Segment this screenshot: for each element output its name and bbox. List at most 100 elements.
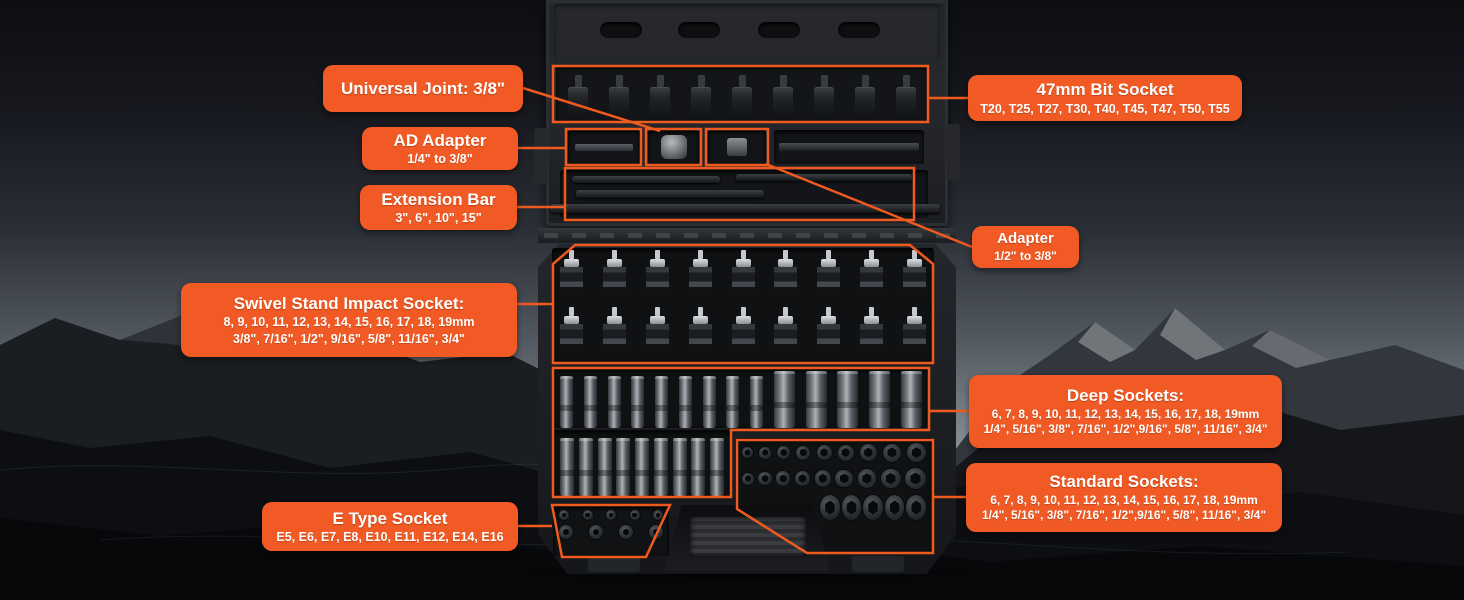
bit-body <box>691 87 711 119</box>
bit-socket-item <box>650 75 670 122</box>
socket-hex-hole <box>862 473 872 484</box>
swivel-pin <box>611 307 617 316</box>
bit-shank <box>738 75 746 87</box>
label-universal-joint: Universal Joint: 3/8" <box>323 65 523 112</box>
label-bit-socket: 47mm Bit Socket T20, T25, T27, T30, T40,… <box>968 75 1242 121</box>
lid-vent-slot <box>838 22 880 38</box>
socket-hex-hole <box>761 474 769 483</box>
deep-socket-item <box>560 438 574 496</box>
e-type-socket-item <box>558 524 574 540</box>
swivel-socket-item <box>688 248 712 295</box>
highlight-universal-joint-region <box>644 127 703 167</box>
swivel-collar <box>821 259 837 267</box>
swivel-collar <box>606 316 622 324</box>
swivel-collar <box>778 259 794 267</box>
swivel-socket-sizes-sae: 3/8", 7/16", 1/2", 9/16", 5/8", 11/16", … <box>233 331 465 346</box>
bit-body <box>732 87 752 119</box>
extension-bar-item <box>779 143 919 151</box>
swivel-pin <box>783 307 789 316</box>
socket-hex-hole <box>840 473 849 484</box>
lid-vent-slot <box>678 22 720 38</box>
swivel-pin <box>569 307 574 316</box>
swivel-socket-item <box>774 248 798 295</box>
standard-socket-row <box>819 494 928 521</box>
e-type-socket-item <box>652 509 664 521</box>
swivel-body <box>560 324 583 352</box>
lid-left-tab <box>534 128 548 184</box>
swivel-body <box>860 324 884 352</box>
swivel-socket-tray <box>552 248 934 362</box>
swivel-body <box>688 324 712 352</box>
e-type-socket-item <box>628 509 641 521</box>
bit-shank <box>820 75 828 87</box>
swivel-body <box>645 267 669 295</box>
swivel-socket-item <box>560 248 583 295</box>
swivel-collar <box>692 316 708 324</box>
bit-shank <box>902 75 910 87</box>
snow-highlight <box>1160 308 1225 360</box>
socket-round-hole <box>652 528 660 536</box>
standard-socket-item <box>905 494 928 521</box>
snow-highlight <box>1252 330 1330 368</box>
swivel-collar <box>821 316 837 324</box>
standard-socket-item <box>883 494 906 521</box>
standard-socket-item <box>741 446 754 459</box>
e-type-socket-item <box>605 509 617 521</box>
lid-vent-slot <box>758 22 800 38</box>
socket-hex-hole <box>779 474 787 483</box>
label-swivel-socket: Swivel Stand Impact Socket: 8, 9, 10, 11… <box>181 283 517 357</box>
bit-socket-item <box>691 75 711 122</box>
swivel-body <box>774 324 798 352</box>
bit-socket-item <box>814 75 834 122</box>
swivel-socket-item <box>817 248 841 295</box>
socket-round-hole <box>622 528 630 536</box>
standard-socket-item <box>815 444 833 461</box>
standard-socket-item <box>813 469 832 488</box>
swivel-socket-item <box>860 305 884 352</box>
swivel-collar <box>907 259 922 267</box>
ad-adapter-title: AD Adapter <box>393 130 487 150</box>
bit-shank <box>861 75 869 87</box>
swivel-pin <box>740 250 746 259</box>
universal-joint-compartment <box>648 130 699 164</box>
standard-socket-item <box>741 471 755 486</box>
bit-socket-item <box>855 75 875 122</box>
swivel-pin <box>740 307 746 316</box>
socket-hex-hole <box>911 447 922 458</box>
bit-body <box>773 87 793 119</box>
deep-socket-item <box>691 438 706 496</box>
swivel-body <box>645 324 669 352</box>
socket-hex-hole <box>762 449 769 456</box>
deep-socket-item <box>560 376 573 428</box>
swivel-collar <box>907 316 922 324</box>
socket-round-hole <box>632 512 637 518</box>
swivel-socket-sizes-metric: 8, 9, 10, 11, 12, 13, 14, 15, 16, 17, 18… <box>223 315 475 330</box>
bit-socket-item <box>773 75 793 122</box>
socket-hex-hole <box>820 448 828 457</box>
swivel-pin <box>912 250 917 259</box>
universal-joint-item <box>660 135 687 159</box>
socket-hex-hole <box>864 447 873 458</box>
deep-socket-item <box>726 376 740 428</box>
universal-joint-title: Universal Joint: 3/8" <box>341 78 505 98</box>
bit-socket-item <box>896 75 916 122</box>
swivel-socket-row <box>552 248 934 305</box>
standard-socket-item <box>862 494 884 521</box>
lid-right-tab <box>946 124 960 180</box>
swivel-body <box>817 324 841 352</box>
bit-body <box>814 87 834 119</box>
swivel-body <box>774 267 798 295</box>
swivel-collar <box>735 259 751 267</box>
standard-socket-item <box>856 468 878 489</box>
socket-hex-hole <box>800 448 807 457</box>
swivel-socket-item <box>560 305 583 352</box>
label-deep-sockets: Deep Sockets: 6, 7, 8, 9, 10, 11, 12, 13… <box>969 375 1282 448</box>
deep-socket-tray-sae <box>553 430 731 496</box>
socket-hex-hole <box>745 475 751 482</box>
socket-hex-hole <box>825 500 835 515</box>
leader-universal-joint <box>522 86 661 133</box>
swivel-collar <box>606 259 622 267</box>
socket-round-hole <box>655 512 661 518</box>
swivel-socket-row <box>552 305 934 362</box>
